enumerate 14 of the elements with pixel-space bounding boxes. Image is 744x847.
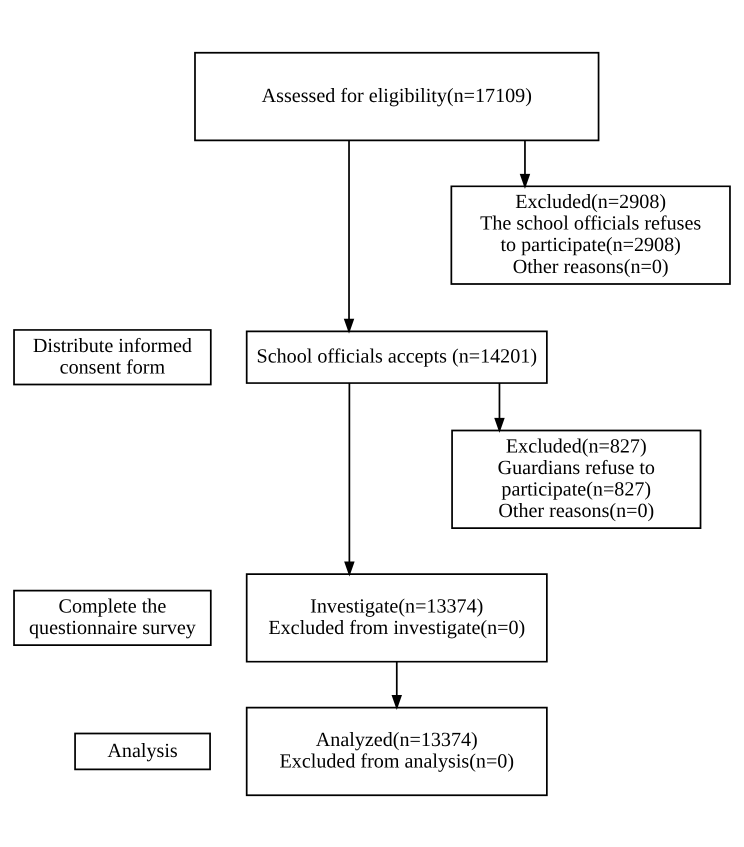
arrow <box>392 662 402 710</box>
node-box: Analyzed(n=13374) Excluded from analysis(n=0) <box>246 706 548 796</box>
node-box: Investigate(n=13374) Excluded from investigate(n=0) <box>246 572 548 662</box>
arrow <box>344 140 354 334</box>
node-box: Assessed for eligibility(n=17109) <box>194 51 600 141</box>
node-box: Complete the questionnaire survey <box>13 589 212 646</box>
node-box: Excluded(n=2908) The school officials refuses to participate(n=2908) Other reasons(n=0) <box>450 184 731 284</box>
node-box: Excluded(n=827) Guardians refuse to participate(n=827) Other reasons(n=0) <box>451 429 702 528</box>
arrow <box>344 382 355 576</box>
arrow <box>494 382 505 432</box>
node-box: School officials accepts (n=14201) <box>246 330 548 384</box>
arrow <box>520 140 530 188</box>
node-box: Distribute informed consent form <box>13 328 212 385</box>
node-box: Analysis <box>74 732 211 770</box>
